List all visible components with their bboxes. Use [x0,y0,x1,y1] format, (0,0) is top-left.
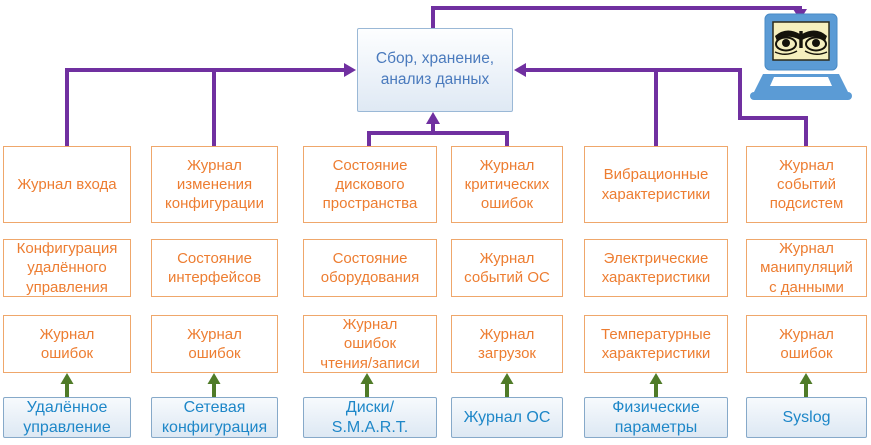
node-login-log: Журнал входа [3,146,131,223]
laptop-screen [764,13,838,71]
node-data-manipulation-log: Журнал манипуляций с данными [746,239,867,297]
central-node-data-collection: Сбор, хранение, анализ данных [357,28,513,112]
node-read-write-error-log: Журнал ошибок чтения/записи [303,315,437,373]
node-error-log-network: Журнал ошибок [151,315,278,373]
connector-left-feed [65,68,346,146]
node-config-change-log: Журнал изменения конфигурации [151,146,278,223]
node-vibration-characteristics: Вибрационные характеристики [584,146,728,223]
node-disk-space-status: Состояние дискового пространства [303,146,437,223]
connector-right-feed [524,68,808,146]
node-critical-error-log: Журнал критических ошибок [451,146,563,223]
arrowhead-into-central-bottom [426,112,440,124]
arrowhead-into-laptop [793,9,807,20]
node-error-log-remote: Журнал ошибок [3,315,131,373]
node-subsystem-event-log: Журнал событий подсистем [746,146,867,223]
arrowhead-into-central-left [344,63,356,77]
source-physical-parameters: Физические параметры [584,397,728,438]
green-arrowheads [60,373,813,384]
connector-laptop-feed [431,6,802,28]
laptop-base [750,74,852,100]
node-interface-status: Состояние интерфейсов [151,239,278,297]
source-syslog: Syslog [746,397,867,438]
node-electrical-characteristics: Электрические характеристики [584,239,728,297]
source-disks-smart: Диски/ S.M.A.R.T. [303,397,437,438]
surveillance-laptop-eyes-icon [750,13,852,100]
node-os-event-log: Журнал событий ОС [451,239,563,297]
arrowhead-into-central-right [514,63,526,77]
source-os-log: Журнал ОС [451,397,563,438]
node-error-log-syslog: Журнал ошибок [746,315,867,373]
node-temperature-characteristics: Температурные характеристики [584,315,728,373]
connector-bottom-feed [367,131,509,146]
node-hardware-status: Состояние оборудования [303,239,437,297]
node-boot-log: Журнал загрузок [451,315,563,373]
green-connectors [65,383,808,397]
source-remote-management: Удалённое управление [3,397,131,438]
laptop-eyes [774,30,828,55]
source-network-configuration: Сетевая конфигурация [151,397,278,438]
node-remote-mgmt-config: Конфигурация удалённого управления [3,239,131,297]
